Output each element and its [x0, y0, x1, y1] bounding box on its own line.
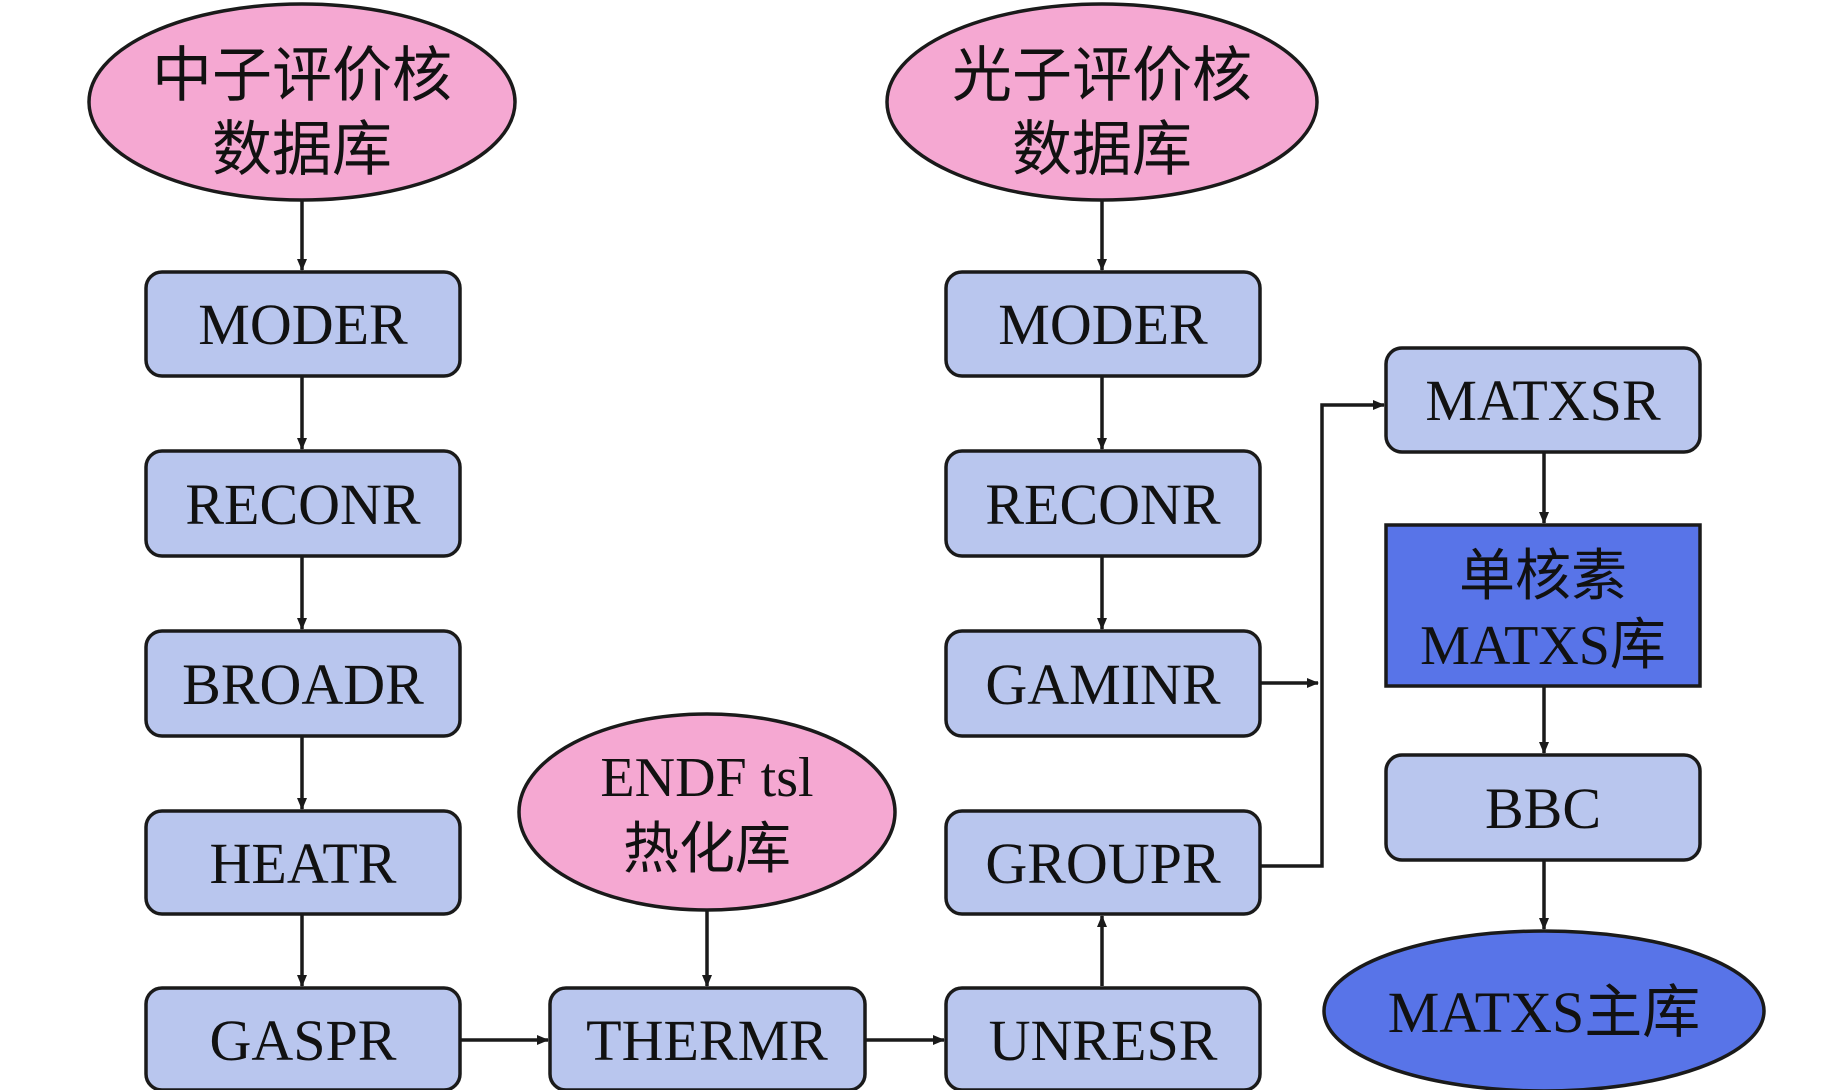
moder-box-2: MODER — [944, 270, 1262, 378]
gaspr-label: GASPR — [210, 1008, 397, 1073]
gaminr-label: GAMINR — [985, 652, 1221, 717]
broadr-label: BROADR — [182, 652, 424, 717]
groupr-box: GROUPR — [944, 809, 1262, 916]
thermr-label: THERMR — [586, 1008, 828, 1073]
reconr-label-1: RECONR — [185, 472, 421, 537]
neutron-library-node: 中子评价核 数据库 — [87, 2, 517, 202]
moder-label-2: MODER — [998, 292, 1208, 357]
reconr-box-1: RECONR — [144, 449, 462, 558]
connectors — [297, 200, 1549, 1045]
matxs-main-label: MATXS主库 — [1388, 980, 1701, 1045]
unresr-box: UNRESR — [944, 986, 1262, 1090]
neutron-library-label-line2: 数据库 — [212, 117, 392, 183]
single-matxs-label-line1: 单核素 — [1459, 546, 1627, 608]
endf-tsl-label-line1: ENDF tsl — [600, 747, 813, 809]
endf-tsl-label-line2: 热化库 — [623, 819, 791, 881]
unresr-label: UNRESR — [989, 1008, 1218, 1073]
broadr-box: BROADR — [144, 629, 462, 738]
reconr-label-2: RECONR — [985, 472, 1221, 537]
photon-library-node: 光子评价核 数据库 — [885, 2, 1319, 202]
arrow-groupr-to-matxsr — [1260, 400, 1385, 868]
reconr-box-2: RECONR — [944, 449, 1262, 558]
single-matxs-box: 单核素 MATXS库 — [1384, 523, 1702, 688]
bbc-box: BBC — [1384, 753, 1702, 862]
moder-label-1: MODER — [198, 292, 408, 357]
groupr-label: GROUPR — [985, 831, 1221, 896]
gaspr-box: GASPR — [144, 986, 462, 1090]
matxs-main-node: MATXS主库 — [1322, 929, 1766, 1090]
endf-tsl-node: ENDF tsl 热化库 — [517, 712, 897, 912]
single-matxs-label-line2: MATXS库 — [1420, 615, 1666, 677]
heatr-label: HEATR — [210, 831, 397, 896]
photon-library-label-line1: 光子评价核 — [952, 43, 1252, 109]
gaminr-box: GAMINR — [944, 629, 1262, 738]
neutron-library-label-line1: 中子评价核 — [152, 43, 452, 109]
bbc-label: BBC — [1485, 776, 1601, 841]
photon-library-label-line2: 数据库 — [1012, 117, 1192, 183]
heatr-box: HEATR — [144, 809, 462, 916]
matxsr-label: MATXSR — [1425, 368, 1661, 433]
matxsr-box: MATXSR — [1384, 346, 1702, 454]
thermr-box: THERMR — [548, 986, 867, 1090]
moder-box-1: MODER — [144, 270, 462, 378]
